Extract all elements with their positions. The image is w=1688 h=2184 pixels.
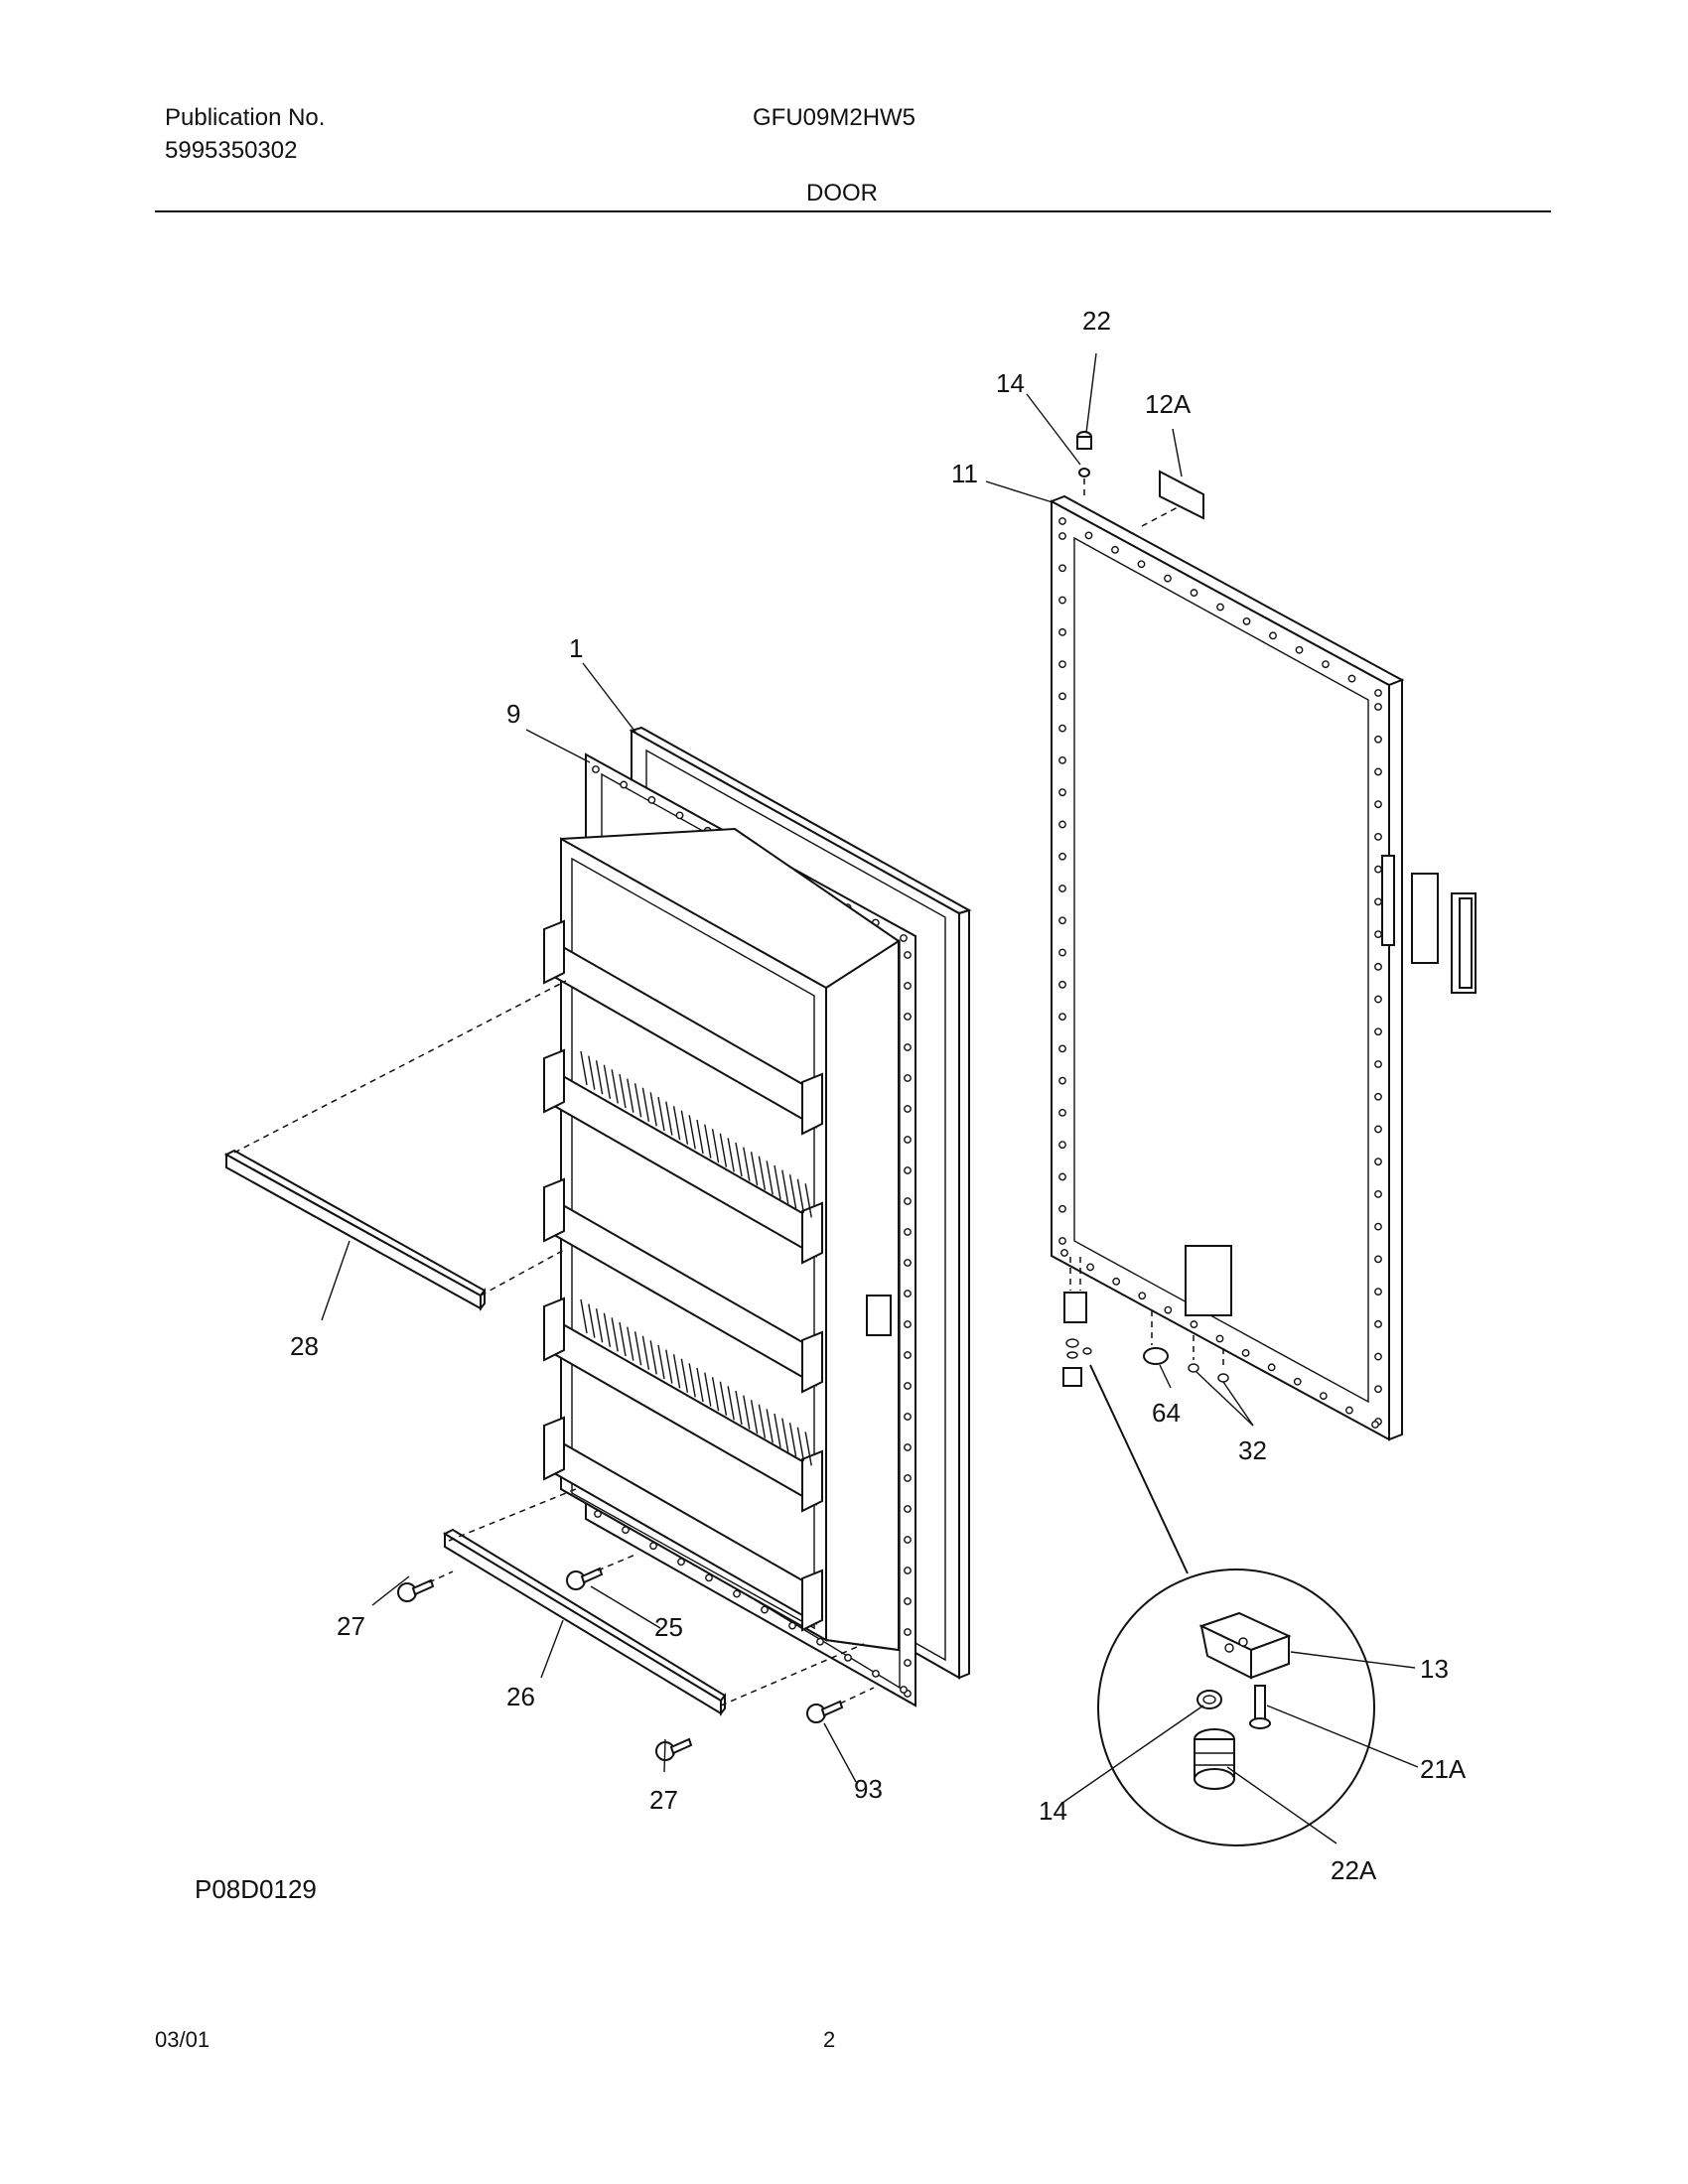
top-hinge-parts <box>1076 431 1092 496</box>
bottom-hinge-parts <box>1062 1257 1229 1387</box>
publication-number: 5995350302 <box>165 137 298 164</box>
callout-93: 93 <box>854 1774 883 1804</box>
callout-64: 64 <box>1152 1398 1181 1428</box>
callout-22a: 22A <box>1331 1855 1377 1885</box>
header-rule <box>155 210 1551 212</box>
callout-9: 9 <box>506 699 520 729</box>
outer-door-panel <box>1049 494 1405 1441</box>
page-number: 2 <box>823 2027 836 2052</box>
callout-14-detail: 14 <box>1039 1796 1067 1826</box>
label-12a-part <box>1159 470 1204 520</box>
callout-11: 11 <box>951 459 978 488</box>
callout-32: 32 <box>1238 1435 1267 1465</box>
leader-lines <box>321 352 1419 1844</box>
footer-date: 03/01 <box>155 2027 211 2052</box>
callout-25: 25 <box>654 1612 683 1642</box>
hinge-detail-circle <box>1097 1569 1375 1846</box>
callout-28: 28 <box>290 1331 319 1361</box>
bottom-rail-26 <box>442 1488 865 1716</box>
callout-1: 1 <box>569 633 583 663</box>
callout-26: 26 <box>506 1682 535 1711</box>
door-shelves <box>543 919 823 1632</box>
section-title: DOOR <box>806 180 878 206</box>
callout-27-bottom: 27 <box>649 1785 678 1815</box>
door-liner <box>560 752 916 1707</box>
detail-leader <box>1089 1364 1189 1574</box>
model-number: GFU09M2HW5 <box>753 104 916 131</box>
callout-12a: 12A <box>1145 389 1192 419</box>
callout-27-left: 27 <box>337 1611 365 1641</box>
callout-14-top: 14 <box>996 368 1025 398</box>
publication-label: Publication No. <box>165 104 326 131</box>
callout-22: 22 <box>1082 306 1111 336</box>
callout-21a: 21A <box>1420 1754 1467 1784</box>
door-handle <box>1411 873 1477 994</box>
callout-13: 13 <box>1420 1654 1449 1684</box>
diagram-code: P08D0129 <box>195 1874 317 1904</box>
shelf-bar-28 <box>223 980 567 1311</box>
screws <box>397 1554 875 1761</box>
